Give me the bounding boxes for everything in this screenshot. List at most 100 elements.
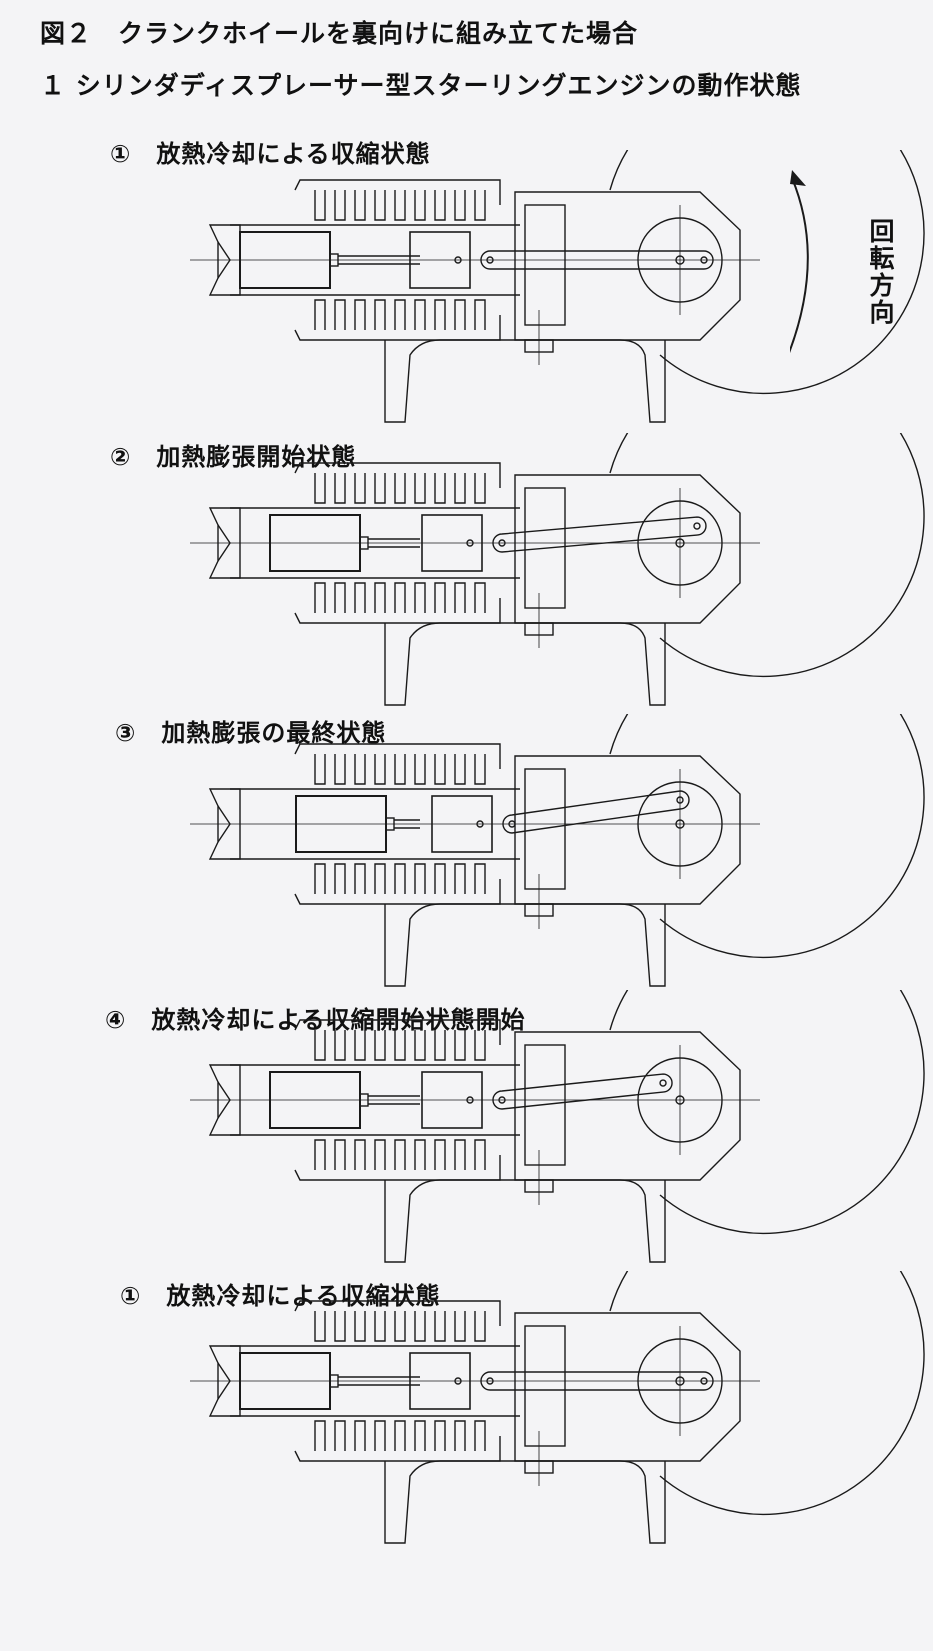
cooling-fin-top [314, 754, 326, 785]
cooling-fin-bottom [394, 1139, 406, 1170]
cooling-fin-bottom [314, 582, 326, 613]
guide-block [524, 487, 566, 609]
cooling-fin-bottom [334, 299, 346, 330]
cooling-fin-bottom [354, 1420, 366, 1451]
cooling-fin-top [454, 473, 466, 504]
engine-diagram-2 [190, 433, 925, 706]
cooling-fin-top [414, 1311, 426, 1342]
cylinder-top-edge [294, 743, 501, 769]
stage-label-1: ① 放熱冷却による収縮状態 [110, 140, 431, 168]
displacer-nut [329, 1374, 339, 1388]
displacer-nut [329, 253, 339, 267]
cooling-fin-top [314, 1030, 326, 1061]
crank-pin [659, 1079, 667, 1087]
cooling-fin-top [374, 1030, 386, 1061]
rotation-direction-label: 回転方向 [866, 218, 895, 326]
cooling-fin-bottom [354, 582, 366, 613]
displacer-nut [359, 536, 369, 550]
cooling-fin-top [314, 1311, 326, 1342]
cooling-fin-bottom [454, 1420, 466, 1451]
cooling-fin-top [374, 190, 386, 221]
rod-pin [486, 1377, 494, 1385]
connecting-rod [480, 1371, 714, 1391]
figure-title: 図２ クランクホイールを裏向けに組み立てた場合 [40, 19, 639, 48]
cooling-fin-bottom [434, 1139, 446, 1170]
power-piston [421, 514, 483, 572]
cooling-fin-top [454, 1030, 466, 1061]
cooling-fin-top [454, 1311, 466, 1342]
cooling-fin-bottom [454, 1139, 466, 1170]
cooling-fin-bottom [394, 299, 406, 330]
cooling-fin-top [334, 1311, 346, 1342]
cooling-fin-top [314, 473, 326, 504]
cylinder-top-edge [294, 462, 501, 488]
cooling-fin-top [334, 473, 346, 504]
cooling-fin-bottom [334, 1139, 346, 1170]
flywheel-arc [609, 990, 925, 1235]
crank-pin [700, 1377, 708, 1385]
flywheel-arc [609, 714, 925, 959]
cooling-fin-top [414, 473, 426, 504]
cooling-fin-bottom [474, 299, 486, 330]
cooling-fin-bottom [334, 1420, 346, 1451]
cooling-fin-bottom [474, 582, 486, 613]
cooling-fin-bottom [354, 1139, 366, 1170]
cooling-fin-top [354, 473, 366, 504]
rod-pin [508, 820, 516, 828]
cooling-fin-top [414, 190, 426, 221]
cooling-fin-bottom [354, 863, 366, 894]
cooling-fin-bottom [314, 299, 326, 330]
cooling-fin-top [334, 190, 346, 221]
cooling-fin-top [374, 1311, 386, 1342]
cooling-fin-top [474, 473, 486, 504]
engine-diagram-5 [190, 1271, 925, 1544]
crank-frame [514, 1312, 741, 1462]
cooling-fin-top [454, 190, 466, 221]
cooling-fin-bottom [454, 582, 466, 613]
cylinder-top-edge [294, 1019, 501, 1045]
power-piston [409, 1352, 471, 1410]
cooling-fin-bottom [374, 863, 386, 894]
stage-label-3: ③ 加熱膨張の最終状態 [115, 719, 387, 747]
cooling-fin-top [474, 1030, 486, 1061]
wrist-pin [454, 256, 462, 264]
cooling-fin-top [434, 473, 446, 504]
cooling-fin-top [354, 754, 366, 785]
cooling-fin-bottom [334, 582, 346, 613]
rod-pin [498, 539, 506, 547]
cooling-fin-bottom [434, 299, 446, 330]
cooling-fin-top [434, 1030, 446, 1061]
guide-block [524, 1325, 566, 1447]
engine-diagram-4 [190, 990, 925, 1263]
guide-block [524, 1044, 566, 1166]
cooling-fin-top [394, 190, 406, 221]
cooling-fin-bottom [454, 299, 466, 330]
cooling-fin-bottom [334, 863, 346, 894]
cooling-fin-top [354, 190, 366, 221]
wrist-pin [476, 820, 484, 828]
cooling-fin-bottom [314, 863, 326, 894]
wrist-pin [466, 539, 474, 547]
cooling-fin-bottom [354, 299, 366, 330]
connecting-rod [502, 790, 690, 834]
flywheel-arc [609, 433, 925, 678]
cylinder-top-edge [294, 179, 501, 205]
cylinder-bottom-edge [294, 1436, 501, 1462]
stage-label-5: ① 放熱冷却による収縮状態 [120, 1282, 441, 1310]
cooling-fin-top [354, 1030, 366, 1061]
stage-label-2: ② 加熱膨張開始状態 [110, 443, 357, 471]
cooling-fin-bottom [474, 863, 486, 894]
cooling-fin-top [394, 754, 406, 785]
cooling-fin-top [474, 754, 486, 785]
cooling-fin-top [474, 1311, 486, 1342]
figure-subtitle: １ シリンダディスプレーサー型スターリングエンジンの動作状態 [40, 71, 802, 100]
cooling-fin-bottom [414, 582, 426, 613]
cylinder-bottom-edge [294, 1155, 501, 1181]
guide-block [524, 204, 566, 326]
cooling-fin-top [434, 1311, 446, 1342]
cooling-fin-top [474, 190, 486, 221]
cooling-fin-bottom [434, 582, 446, 613]
cooling-fin-bottom [314, 1139, 326, 1170]
wrist-pin [466, 1096, 474, 1104]
engine-diagram-1 [190, 150, 925, 423]
